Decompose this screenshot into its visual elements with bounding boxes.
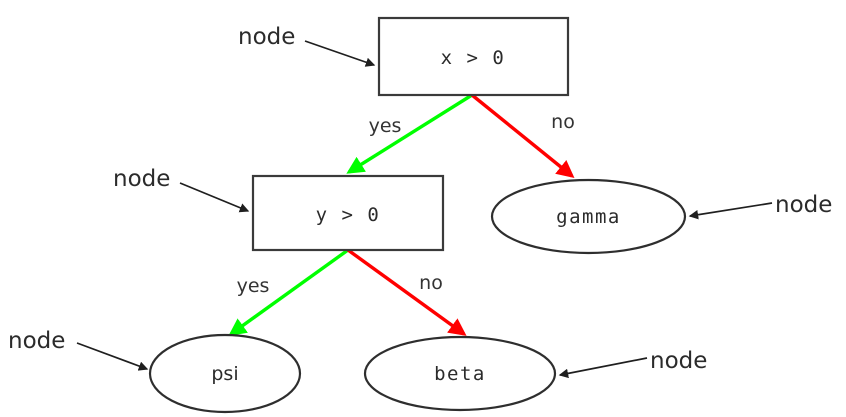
annotation-inner-label: node [113,166,170,192]
annotation-gamma-leader [688,202,773,220]
node-inner-shape[interactable] [251,174,445,252]
edge-root-gamma-no [470,93,575,179]
edge-label-root-no: no [551,111,575,133]
annotation-inner-leader [179,182,250,213]
node-beta-label: beta [434,363,486,385]
edge-label-root-yes: yes [369,115,402,137]
node-psi-shape[interactable] [148,333,302,414]
annotation-beta-label: node [650,348,707,374]
annotation-gamma-label: node [775,192,832,218]
annotation-psi-label: node [8,328,65,354]
node-gamma-shape[interactable] [490,178,687,255]
edge-label-inner-yes: yes [237,275,270,297]
edge-inner-psi-yes [228,248,349,336]
edge-root-inner-yes [346,93,473,174]
node-root-label: x > 0 [441,47,506,69]
node-inner-label: y > 0 [316,204,381,226]
node-gamma-label: gamma [556,206,621,228]
annotation-root-leader [304,40,376,67]
annotation-root-label: node [238,24,295,50]
annotation-psi-leader [76,342,149,371]
annotation-beta-leader [558,357,648,379]
node-root-shape[interactable] [377,16,570,97]
edge-label-inner-no: no [419,272,443,294]
edge-inner-beta-no [347,248,467,336]
node-psi-label: psi [211,363,238,385]
node-beta-shape[interactable] [363,335,557,412]
